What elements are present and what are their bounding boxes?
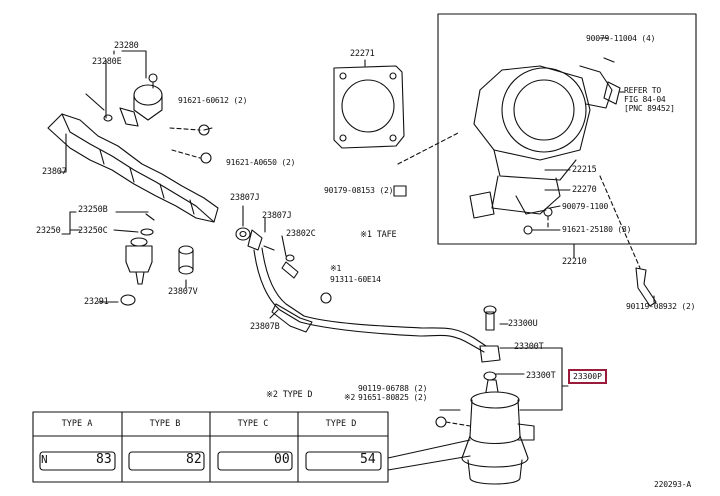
o-ring [103,114,113,122]
label-23807j-b[interactable]: 23807J [262,211,292,221]
label-90119-06788[interactable]: 90119-06788 (2) [358,384,428,393]
label-23807b[interactable]: 23807B [250,322,280,332]
label-23300t-a[interactable]: 23300T [514,342,544,352]
refer-pnc[interactable]: [PNC 89452] [624,104,675,113]
type-a-header: TYPE A [61,419,93,429]
tafe-note: ※1 TAFE [360,230,397,240]
fuel-filter [461,379,535,485]
label-23250b[interactable]: 23250B [78,205,108,215]
label-23250[interactable]: 23250 [36,226,61,236]
type-b-header: TYPE B [149,419,181,429]
throttle-body-group-frame [437,13,697,245]
type-b-value: 82 [186,452,202,467]
throttle-body-gasket [333,65,405,149]
type-d-value: 54 [360,452,376,467]
label-23280e[interactable]: 23280E [92,57,122,67]
label-91621-60612[interactable]: 91621-60612 (2) [178,96,248,105]
label-22270[interactable]: 22270 [572,185,597,195]
refer-fig[interactable]: FIG 84-04 [624,95,666,104]
label-23280[interactable]: 23280 [114,41,139,51]
label-90079-11004[interactable]: 90079-11004 (4) [586,34,656,43]
label-90079-1100[interactable]: 90079-1100 [562,202,609,211]
throttle-body [469,65,621,219]
label-91621-25180[interactable]: 91621-25180 (3) [562,225,632,234]
label-23300p-highlighted[interactable]: 23300P [568,369,607,384]
fuel-hose [253,247,487,353]
label-23807v[interactable]: 23807V [168,287,198,297]
type-d-header: TYPE D [325,419,357,429]
type-c-header: TYPE C [237,419,269,429]
label-23807[interactable]: 23807 [42,167,67,177]
label-90179-08153[interactable]: 90179-08153 (2) [324,186,394,195]
label-91311[interactable]: 91311-60E14 [330,275,381,284]
type-c-value: 00 [274,452,290,467]
mark-91651: ※2 [344,393,356,402]
fuel-delivery-pipe [47,113,219,223]
label-91651-80825[interactable]: 91651-80825 (2) [358,393,428,402]
label-23300u[interactable]: 23300U [508,319,538,329]
label-22215[interactable]: 22215 [572,165,597,175]
refer-to: REFER TO [624,86,661,95]
mark-91311: ※1 [330,264,342,273]
type-table-frame [32,411,471,483]
label-23802c[interactable]: 23802C [286,229,316,239]
label-23807j-a[interactable]: 23807J [230,193,260,203]
type-d-note: ※2 TYPE D [266,390,313,400]
type-a-prefix: N [41,453,48,466]
label-23250c[interactable]: 23250C [78,226,108,236]
diagram-id: 220293-A [654,480,691,489]
type-a-value: 83 [96,452,112,467]
spacer-23807v [178,245,194,275]
label-91621-a0650[interactable]: 91621-A0650 (2) [226,158,296,167]
label-22271[interactable]: 22271 [350,49,375,59]
label-22210[interactable]: 22210 [562,257,587,267]
fuel-injector [125,213,155,285]
label-23291[interactable]: 23291 [84,297,109,307]
label-90119-08932[interactable]: 90119-08932 (2) [626,302,696,311]
insulator [120,294,136,306]
label-23300t-b[interactable]: 23300T [526,371,556,381]
pressure-regulator [119,73,163,127]
